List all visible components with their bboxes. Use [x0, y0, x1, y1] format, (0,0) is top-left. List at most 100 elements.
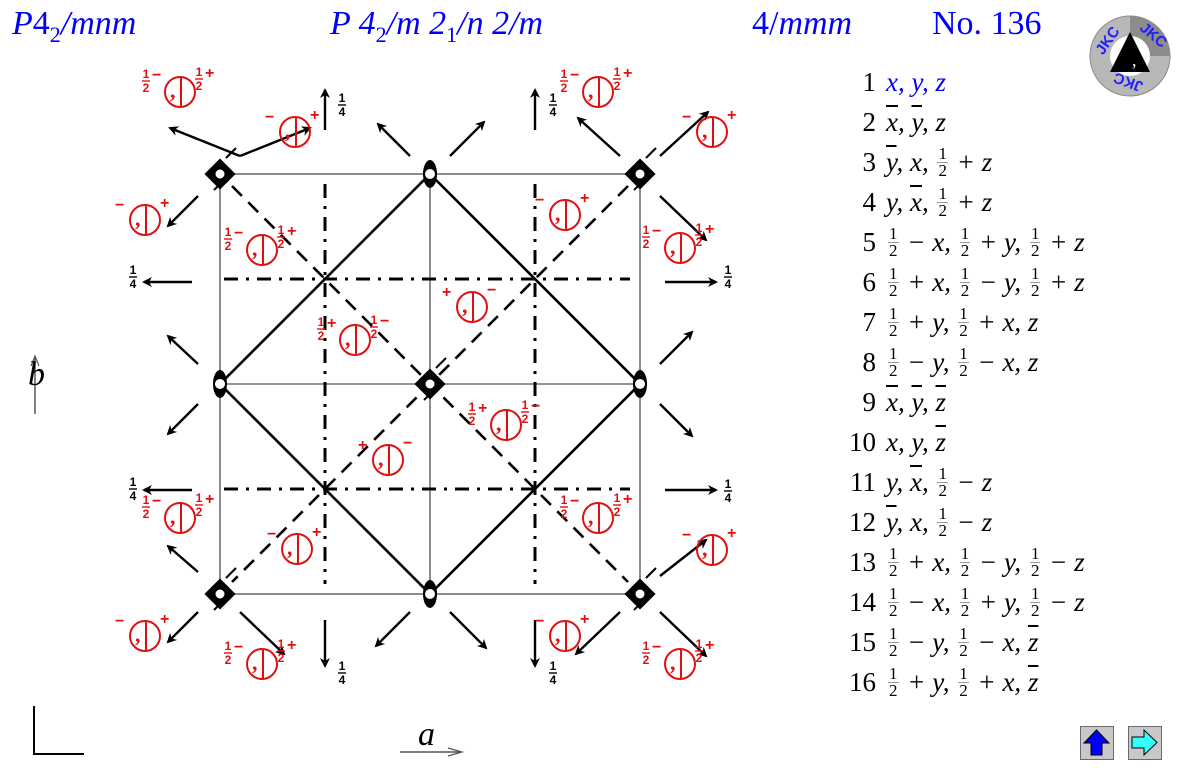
svg-text:,: , — [252, 650, 258, 675]
svg-text:+: + — [580, 611, 589, 628]
svg-text:−: − — [535, 613, 544, 630]
svg-text:1: 1 — [522, 398, 529, 412]
svg-text:2: 2 — [196, 505, 203, 519]
svg-text:−: − — [267, 526, 276, 543]
svg-text:2: 2 — [143, 507, 150, 521]
quarter-height-label: 1 — [550, 659, 557, 673]
svg-text:4: 4 — [339, 105, 346, 119]
general-positions: ,12−12+,−+,−+,12−12+,12−12+,−+,−+,12−12+… — [115, 65, 736, 680]
svg-text:1: 1 — [143, 67, 150, 81]
twofold-axis-arrow-icon — [166, 403, 199, 436]
svg-text:−: − — [531, 398, 540, 415]
svg-text:1: 1 — [643, 223, 650, 237]
svg-text:,: , — [496, 411, 502, 436]
glide-planes — [224, 184, 630, 584]
svg-text:,: , — [285, 118, 291, 143]
svg-text:+: + — [358, 437, 367, 454]
svg-text:4: 4 — [339, 673, 346, 687]
symmetry-operation: 9 x, y, z — [840, 382, 947, 422]
general-position-icon: ,12−12+ — [142, 491, 214, 534]
operation-expression: x, y, z — [886, 387, 946, 417]
twofold-axis-arrow-icon — [659, 611, 708, 658]
general-position-icon: ,12−12+ — [642, 221, 714, 264]
general-position-icon: ,12−12+ — [642, 637, 714, 680]
svg-text:2: 2 — [614, 79, 621, 93]
svg-text:1: 1 — [696, 637, 703, 651]
svg-text:−: − — [234, 225, 243, 242]
svg-text:1: 1 — [196, 65, 203, 79]
svg-text:−: − — [682, 109, 691, 126]
svg-text:4: 4 — [725, 491, 732, 505]
twofold-axis-arrow-icon — [239, 611, 286, 656]
quarter-height-label: 1 — [130, 475, 137, 489]
general-position-icon: ,−+ — [115, 195, 169, 236]
svg-text:1: 1 — [469, 400, 476, 414]
twofold-axis-arrow-icon — [166, 611, 199, 644]
twofold-axis-arrow-icon — [166, 544, 199, 573]
svg-text:+: + — [727, 107, 736, 124]
svg-text:+: + — [160, 611, 169, 628]
general-position-icon: ,12−12+ — [560, 491, 632, 534]
svg-text:,: , — [670, 650, 676, 675]
hermann-mauguin-short-symbol: P42/mnm — [12, 2, 136, 46]
svg-text:+: + — [580, 190, 589, 207]
operation-expression: x, y, z — [886, 67, 946, 97]
svg-text:−: − — [652, 639, 661, 656]
svg-text:,: , — [378, 446, 384, 471]
svg-text:1: 1 — [278, 637, 285, 651]
twofold-axis-arrow-icon — [659, 110, 710, 157]
svg-text:−: − — [152, 67, 161, 84]
svg-text:,: , — [135, 206, 141, 231]
quarter-height-label: 1 — [550, 91, 557, 105]
general-position-icon: ,12+12− — [468, 398, 540, 441]
svg-text:4: 4 — [725, 277, 732, 291]
svg-text:,: , — [702, 536, 708, 561]
svg-text:2: 2 — [614, 505, 621, 519]
svg-text:−: − — [403, 435, 412, 452]
operation-number: 7 — [862, 307, 877, 337]
a-axis-label: a — [418, 716, 435, 753]
nav-next-button[interactable] — [1128, 726, 1162, 760]
svg-text:+: + — [327, 315, 336, 332]
operation-number: 6 — [862, 267, 877, 297]
svg-text:+: + — [727, 525, 736, 542]
svg-text:4: 4 — [550, 673, 557, 687]
svg-text:+: + — [705, 221, 714, 238]
svg-text:2: 2 — [318, 329, 325, 343]
quarter-height-label: 1 — [130, 263, 137, 277]
general-position-icon: ,+− — [442, 282, 496, 323]
svg-text:,: , — [287, 535, 293, 560]
svg-text:+: + — [205, 65, 214, 82]
general-position-icon: ,12−12+ — [142, 65, 214, 108]
svg-text:+: + — [160, 195, 169, 212]
svg-text:,: , — [555, 622, 561, 647]
point-group-digit: 4/ — [752, 5, 779, 42]
operation-number: 9 — [862, 387, 877, 417]
operation-number: 4 — [862, 187, 877, 217]
nav-up-button[interactable] — [1080, 726, 1114, 760]
svg-text:−: − — [265, 109, 274, 126]
svg-text:1: 1 — [225, 639, 232, 653]
full-symbol-part3: /n 2/m — [457, 5, 544, 42]
jkc-logo[interactable]: , JKC JKC JKC — [1088, 14, 1172, 98]
svg-text:+: + — [205, 491, 214, 508]
twofold-axis-arrow-icon — [576, 116, 621, 157]
svg-text:2: 2 — [225, 653, 232, 667]
svg-text:1: 1 — [696, 221, 703, 235]
svg-text:+: + — [623, 65, 632, 82]
svg-text:,: , — [170, 78, 176, 103]
twofold-axis-arrow-icon — [376, 122, 411, 157]
general-position-icon: ,−+ — [115, 611, 169, 652]
svg-text:−: − — [535, 192, 544, 209]
up-arrow-icon — [1082, 729, 1111, 756]
svg-text:1: 1 — [561, 67, 568, 81]
